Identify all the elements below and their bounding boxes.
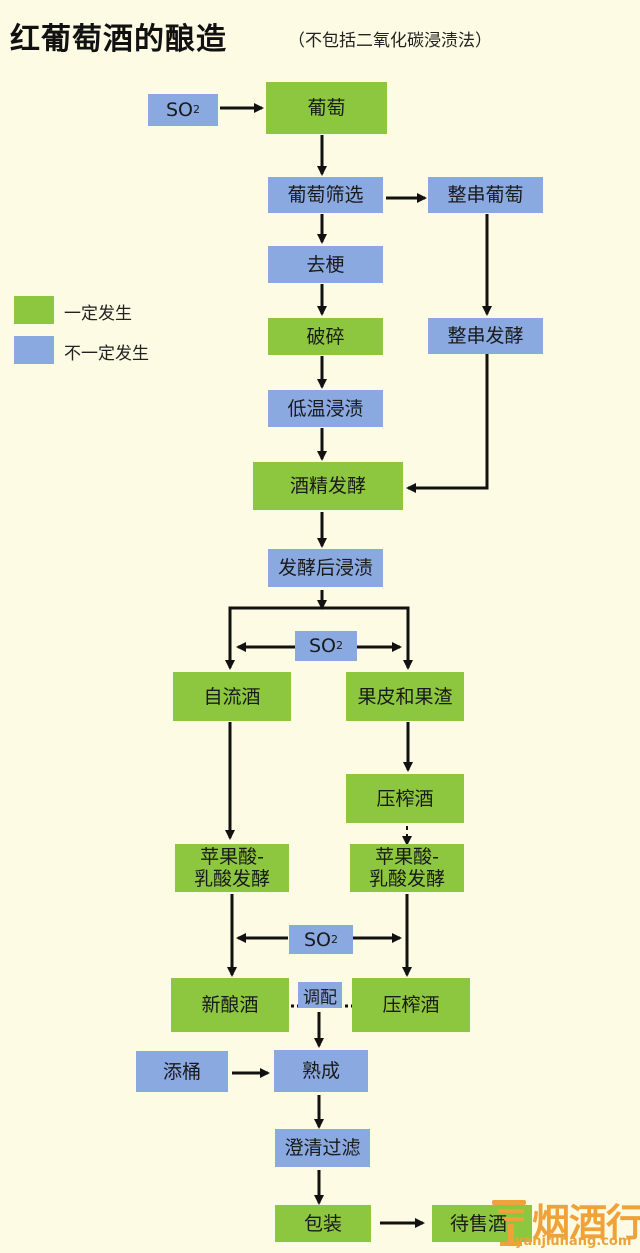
- arrow-wbferment-to-alcferment: [406, 354, 489, 493]
- legend-label-mandatory: 一定发生: [64, 304, 132, 324]
- node-whole-bunch: 整串葡萄: [428, 177, 543, 213]
- so2-text: SO: [303, 928, 331, 951]
- watermark-logo-icon: [492, 1200, 526, 1246]
- page-title: 红葡萄酒的酿造: [10, 22, 227, 57]
- node-destemming: 去梗: [268, 246, 383, 283]
- node-topping: 添桶: [136, 1051, 228, 1092]
- node-grapes: 葡萄: [266, 82, 387, 134]
- node-cold-soak: 低温浸渍: [268, 390, 383, 427]
- mlf-line1: 苹果酸-: [200, 846, 264, 868]
- node-mlf-left: 苹果酸- 乳酸发酵: [175, 844, 289, 892]
- node-maturation: 熟成: [274, 1050, 368, 1092]
- node-whole-bunch-ferment: 整串发酵: [428, 318, 543, 354]
- page-subtitle: （不包括二氧化碳浸渍法）: [288, 31, 492, 51]
- so2-subscript: 2: [336, 639, 343, 652]
- watermark: 烟酒行 yanjiuhang.com: [490, 1192, 640, 1253]
- mlf-line2: 乳酸发酵: [193, 868, 270, 890]
- legend-swatch-optional: [14, 336, 54, 364]
- node-free-run-wine: 自流酒: [173, 672, 291, 721]
- node-alcoholic-ferment: 酒精发酵: [253, 462, 403, 510]
- node-bottling: 包装: [275, 1205, 371, 1242]
- node-mlf-right: 苹果酸- 乳酸发酵: [350, 844, 464, 892]
- node-fining-filtration: 澄清过滤: [275, 1129, 370, 1167]
- node-sorting: 葡萄筛选: [268, 177, 383, 213]
- so2-text: SO: [308, 635, 336, 657]
- legend-swatch-mandatory: [14, 296, 54, 324]
- node-blending: 调配: [298, 982, 342, 1008]
- so2-text: SO: [165, 99, 193, 121]
- mlf-line1: 苹果酸-: [375, 846, 439, 868]
- node-crushing: 破碎: [268, 318, 383, 355]
- watermark-domain: yanjiuhang.com: [515, 1234, 632, 1249]
- node-press-wine-2: 压榨酒: [352, 978, 470, 1032]
- node-skins-pomace: 果皮和果渣: [346, 672, 464, 721]
- node-new-wine: 新酿酒: [171, 978, 289, 1032]
- legend-label-optional: 不一定发生: [64, 344, 149, 364]
- node-post-ferment-maceration: 发酵后浸渍: [268, 549, 383, 587]
- so2-subscript: 2: [193, 103, 200, 116]
- watermark-brand: 烟酒行: [532, 1201, 640, 1245]
- so2-subscript: 2: [331, 932, 338, 946]
- mlf-line2: 乳酸发酵: [368, 868, 445, 890]
- node-press-wine-1: 压榨酒: [346, 774, 464, 823]
